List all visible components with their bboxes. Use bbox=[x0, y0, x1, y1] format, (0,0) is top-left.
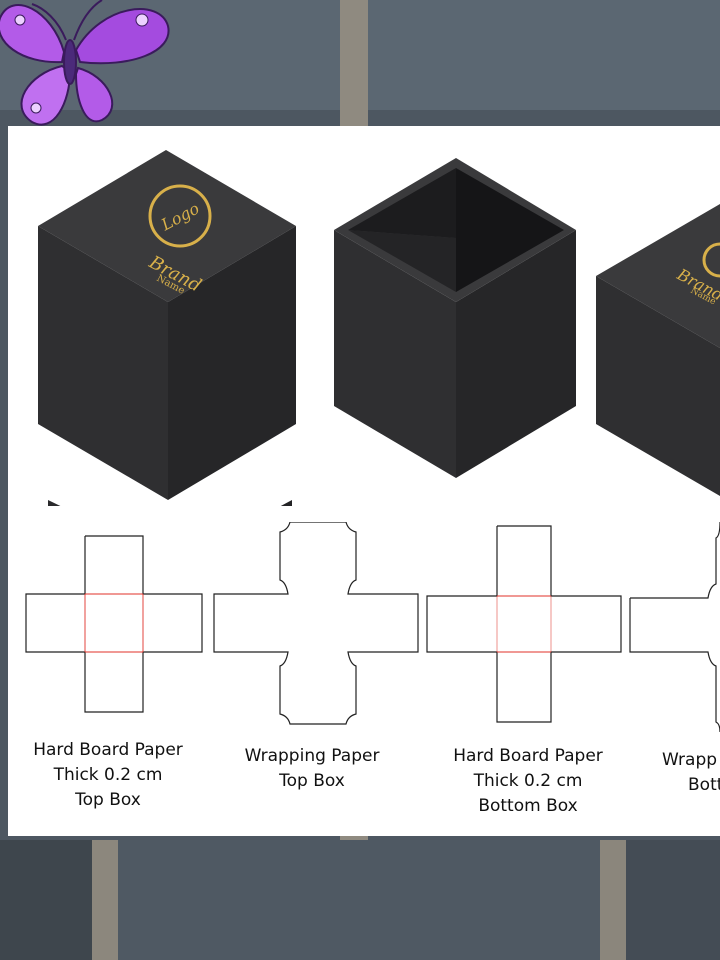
right-box-top bbox=[596, 204, 720, 348]
label-line: Wrapping Paper bbox=[244, 746, 380, 766]
logo-circle bbox=[148, 184, 212, 248]
dielines bbox=[25, 522, 720, 733]
box-illustrations: Logo Brand Name Brand Name bbox=[38, 150, 720, 506]
open-box bbox=[334, 158, 576, 478]
open-box-inside-back bbox=[348, 168, 456, 238]
label-line: Hard Board Paper bbox=[33, 740, 183, 760]
dieline-top-box-board bbox=[25, 535, 203, 713]
label-line: Wrapp bbox=[662, 750, 718, 770]
label-line: Bottom Box bbox=[478, 796, 578, 816]
diagram-sheet: Logo Brand Name Brand Name bbox=[8, 126, 720, 836]
label-line: Thick 0.2 cm bbox=[53, 765, 163, 785]
label-bottom-box-board: Hard Board Paper Thick 0.2 cm Bottom Box bbox=[444, 744, 612, 819]
label-bottom-box-wrap: Wrapp Bott bbox=[662, 748, 720, 798]
closed-box-lid-top bbox=[38, 150, 296, 302]
open-box-inside-left bbox=[348, 230, 456, 292]
label-line: Bott bbox=[688, 775, 720, 795]
right-logo-circle bbox=[702, 242, 720, 278]
closed-box-lid-left bbox=[38, 226, 168, 500]
label-top-box-board: Hard Board Paper Thick 0.2 cm Top Box bbox=[24, 738, 192, 813]
open-box-inside-right bbox=[456, 168, 564, 292]
butterfly-sticker-icon bbox=[0, 0, 170, 126]
right-box-partial: Brand Name bbox=[596, 204, 720, 496]
label-line: Thick 0.2 cm bbox=[473, 771, 583, 791]
closed-box: Logo Brand Name bbox=[38, 150, 296, 506]
label-line: Hard Board Paper bbox=[453, 746, 603, 766]
closed-box-base-left bbox=[48, 500, 61, 506]
label-line: Top Box bbox=[75, 790, 141, 810]
closed-box-lid-right bbox=[168, 226, 296, 500]
label-top-box-wrap: Wrapping Paper Top Box bbox=[236, 744, 388, 794]
open-box-right bbox=[456, 230, 576, 478]
dieline-bottom-box-board bbox=[426, 525, 622, 723]
right-box-left bbox=[596, 276, 720, 496]
dieline-top-box-wrap bbox=[213, 522, 419, 725]
open-box-left bbox=[334, 230, 456, 478]
closed-box-base-right bbox=[280, 500, 292, 506]
label-line: Top Box bbox=[279, 771, 345, 791]
dieline-bottom-box-wrap bbox=[629, 522, 720, 733]
